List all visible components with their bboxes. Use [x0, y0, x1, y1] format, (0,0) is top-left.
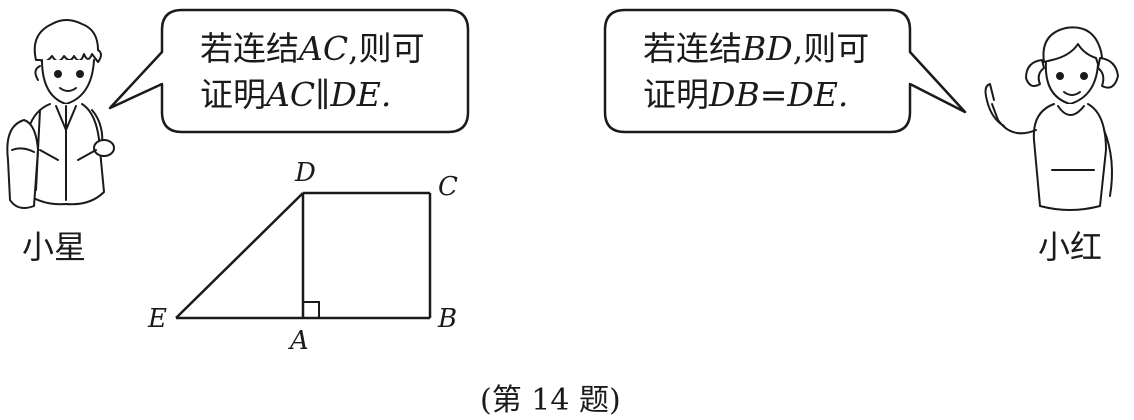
point-label-A: A [290, 326, 309, 356]
left-bubble-line-2: 证明AC∥DE. [200, 72, 425, 118]
right-bubble-line2-prefix: 证明 [643, 75, 709, 114]
girl-illustration [984, 26, 1119, 211]
geometry-figure [175, 191, 432, 320]
left-bubble-line2-prefix: 证明 [200, 75, 266, 114]
boy-illustration [6, 19, 115, 209]
left-bubble-line1-suffix: ,则可 [348, 29, 425, 68]
right-bubble-line1-suffix: ,则可 [792, 29, 870, 68]
right-bubble-line1-math: BD [742, 29, 793, 68]
right-bubble-line-1: 若连结BD,则可 [643, 26, 869, 72]
left-speech-bubble [108, 8, 470, 134]
speaker-name-right: 小红 [1038, 228, 1103, 266]
segment-ED [175, 192, 304, 319]
figure-caption: (第 14 题) [480, 383, 621, 418]
left-bubble-text: 若连结AC,则可 证明AC∥DE. [200, 26, 425, 118]
point-label-E: E [148, 304, 167, 334]
right-speech-bubble [603, 8, 967, 134]
speaker-name-left: 小星 [22, 228, 87, 266]
left-bubble-line2-math: AC∥DE. [266, 75, 392, 114]
right-bubble-text: 若连结BD,则可 证明DB=DE. [643, 26, 869, 118]
left-bubble-line-1: 若连结AC,则可 [200, 26, 425, 72]
right-bubble-line2-math: DB=DE. [709, 75, 849, 114]
point-label-B: B [438, 304, 458, 334]
right-angle-marker [303, 301, 320, 318]
right-bubble-line-2: 证明DB=DE. [643, 72, 869, 118]
right-bubble-line1-prefix: 若连结 [643, 29, 742, 68]
left-bubble-line1-prefix: 若连结 [200, 29, 299, 68]
point-label-C: C [438, 172, 458, 202]
left-bubble-line1-math: AC [299, 29, 349, 68]
point-label-D: D [295, 158, 316, 188]
